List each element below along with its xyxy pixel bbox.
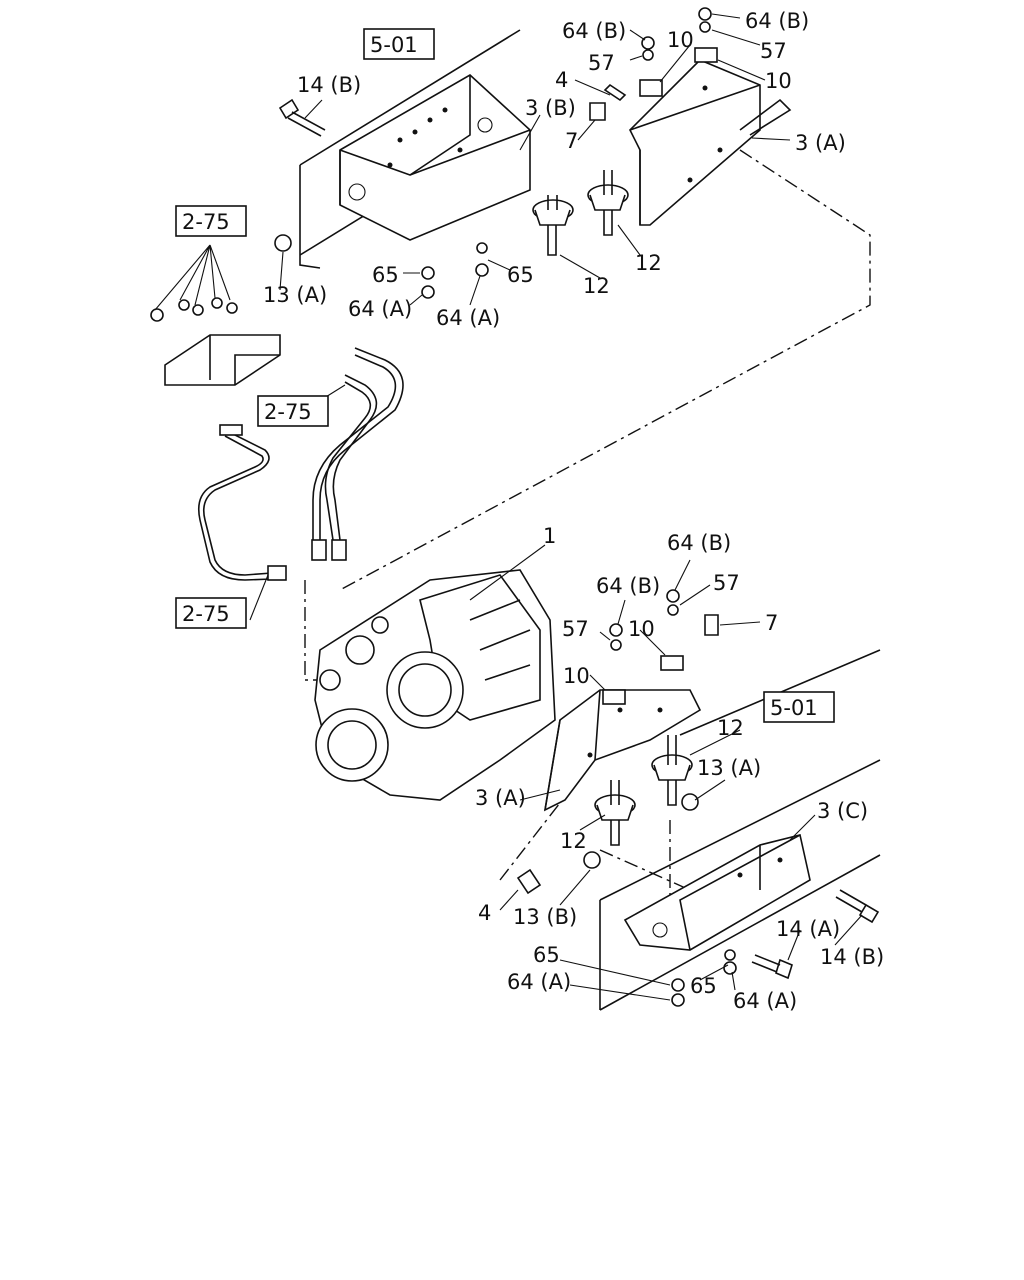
label-64a-top-right: 64 (A): [436, 306, 500, 330]
label-3c: 3 (C): [817, 799, 868, 823]
label-3b: 3 (B): [525, 96, 576, 120]
ref-box-2-75-mid: 2-75: [257, 395, 329, 427]
bolt-14b-top: [278, 98, 326, 137]
frame-rail-bottom: [599, 649, 881, 1011]
ref-text: 5-01: [770, 696, 818, 720]
ref-box-2-75-low: 2-75: [175, 597, 247, 629]
label-65-top-right: 65: [507, 263, 534, 287]
label-4-bottom: 4: [478, 901, 491, 925]
label-7-mid: 7: [765, 611, 778, 635]
label-4-top: 4: [555, 68, 568, 92]
label-64a-top-left: 64 (A): [348, 297, 412, 321]
bracket-3a-mid: [543, 689, 702, 812]
label-10-top-a: 10: [667, 28, 694, 52]
mount-12-mid-right: [651, 735, 693, 806]
label-57-top-right: 57: [760, 39, 787, 63]
hardware-bottom: [671, 889, 880, 1007]
label-14b-bottom: 14 (B): [820, 945, 884, 969]
bracket-3c: [623, 834, 811, 951]
mount-12-top-right: [587, 170, 629, 236]
label-13a-mid: 13 (A): [697, 756, 761, 780]
label-10-mid-right: 10: [628, 617, 655, 641]
label-3a-top: 3 (A): [795, 131, 846, 155]
label-64b-mid-right: 64 (B): [667, 531, 731, 555]
ref-text: 2-75: [182, 602, 230, 626]
label-57-mid-left: 57: [562, 617, 589, 641]
mount-12-top-left: [532, 195, 574, 256]
bracket-3a-top: [629, 59, 792, 226]
label-64a-bottom-right: 64 (A): [733, 989, 797, 1013]
hardware-mid: [516, 589, 719, 895]
label-13b: 13 (B): [513, 905, 577, 929]
label-3a-mid: 3 (A): [475, 786, 526, 810]
label-64b-mid-left: 64 (B): [596, 574, 660, 598]
ref-text: 2-75: [264, 400, 312, 424]
label-14a: 14 (A): [776, 917, 840, 941]
ref-text: 2-75: [182, 210, 230, 234]
leader-lines: [249, 13, 863, 1001]
label-10-mid-left: 10: [563, 664, 590, 688]
label-13a-top: 13 (A): [263, 283, 327, 307]
label-64b-top-right: 64 (B): [745, 9, 809, 33]
label-64b-top-left: 64 (B): [562, 19, 626, 43]
label-65-bottom-right: 65: [690, 974, 717, 998]
label-7-top: 7: [565, 129, 578, 153]
label-64a-bottom-left: 64 (A): [507, 970, 571, 994]
label-12-top-right: 12: [635, 251, 662, 275]
ref-box-2-75-left: 2-75: [175, 205, 247, 237]
label-14b-top: 14 (B): [297, 73, 361, 97]
bracket-2-75: [150, 244, 281, 386]
label-1: 1: [543, 524, 556, 548]
label-12-mid-right: 12: [717, 716, 744, 740]
hydraulic-hoses: [197, 347, 404, 581]
callout-labels: 14 (B) 64 (B) 64 (B) 57 57 10 10 4 3 (B)…: [263, 9, 884, 1013]
mount-12-mid-left: [594, 780, 636, 846]
transmission-assembly-1: [314, 569, 556, 801]
label-12-top-left: 12: [583, 274, 610, 298]
label-65-top-left: 65: [372, 263, 399, 287]
ref-text: 5-01: [370, 33, 418, 57]
ref-box-5-01-right: 5-01: [763, 691, 835, 723]
label-57-mid-right: 57: [713, 571, 740, 595]
label-57-top-left: 57: [588, 51, 615, 75]
ref-box-5-01-top: 5-01: [363, 28, 435, 60]
label-12-mid-left: 12: [560, 829, 587, 853]
label-65-bottom-left: 65: [533, 943, 560, 967]
label-10-top-b: 10: [765, 69, 792, 93]
bracket-3b: [339, 74, 531, 241]
hardware-top: [274, 7, 718, 299]
